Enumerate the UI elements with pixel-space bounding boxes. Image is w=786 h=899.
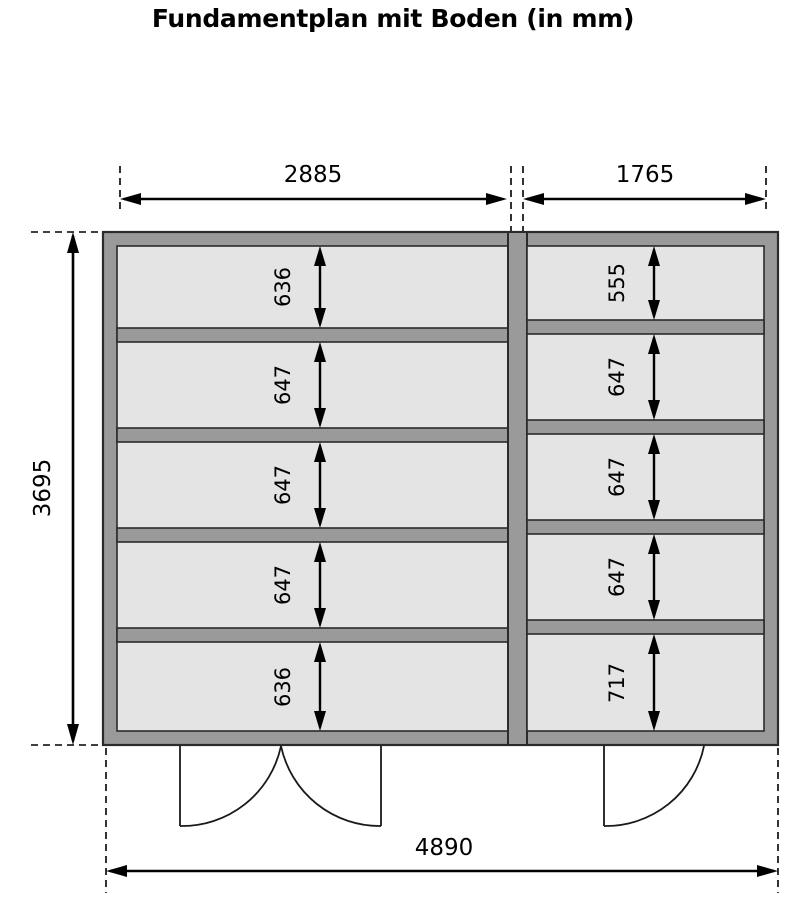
left-dim-5-label: 636 [271,667,295,707]
single-door [603,745,705,827]
double-door-swing-arc-left [179,745,282,827]
left-dim-4-label: 647 [271,565,295,605]
left-bay [116,245,509,732]
left-dim-2-arrow-bottom [314,408,326,428]
left-dim-1-arrow-top [314,246,326,266]
left-dim-4-arrow-top [314,542,326,562]
left-bay-joist-1 [116,327,509,343]
left-dim-3-label: 647 [271,465,295,505]
single-door-swing-arc [603,745,705,827]
left-dim-1: 636 [271,246,326,328]
left-dim-2-arrow-top [314,342,326,362]
right-dim-1: 555 [605,246,660,320]
right-bay-joist-2 [526,419,765,435]
double-door [179,745,382,827]
arrowhead-left-2885 [120,193,141,205]
left-dim-5-arrow-top [314,642,326,662]
left-dim-5-arrow-bottom [314,711,326,731]
right-bay-joist-4 [526,619,765,635]
right-dim-3-arrow-top [648,434,660,454]
right-dim-3: 647 [605,434,660,520]
center-divider-beam [507,231,528,746]
arrowhead-right-1765 [745,193,766,205]
left-dim-5: 636 [271,642,326,731]
right-dim-2-arrow-top [648,334,660,354]
right-dim-4-label: 647 [605,557,629,597]
left-bay-joist-4 [116,627,509,643]
left-dim-3-arrow-bottom [314,508,326,528]
left-dim-2-label: 647 [271,365,295,405]
right-dim-2-arrow-bottom [648,400,660,420]
right-bay [526,245,765,732]
left-bay-joist-2 [116,427,509,443]
right-dim-1-arrow-top [648,246,660,266]
arrowhead-right-2885 [486,193,507,205]
right-dim-5: 717 [605,634,660,731]
left-dim-3-arrow-top [314,442,326,462]
right-dim-5-arrow-bottom [648,711,660,731]
right-dim-4-arrow-top [648,534,660,554]
left-dim-4-arrow-bottom [314,608,326,628]
right-dim-5-label: 717 [605,663,629,703]
dimension-top-right: 1765 [523,162,766,205]
right-bay-joist-1 [526,319,765,335]
double-door-swing-arc-right [280,745,382,827]
right-dim-5-arrow-top [648,634,660,654]
left-bay-joist-3 [116,527,509,543]
dim-label-4890: 4890 [415,835,474,861]
right-dim-3-arrow-bottom [648,500,660,520]
dimension-top-left: 2885 [120,162,507,205]
left-bay-floor [116,245,509,732]
right-bay-dimensions: 555 647 647 647 717 [605,246,660,731]
dimension-left-overall: 3695 [30,232,79,745]
arrowhead-top-3695 [67,232,79,253]
left-dim-1-arrow-bottom [314,308,326,328]
right-bay-floor [526,245,765,732]
dim-label-2885: 2885 [284,162,343,188]
left-bay-dimensions: 636 647 647 647 636 [271,246,326,731]
right-bay-joist-3 [526,519,765,535]
page-title: Fundamentplan mit Boden (in mm) [151,4,635,33]
right-dim-2-label: 647 [605,357,629,397]
right-dim-1-arrow-bottom [648,300,660,320]
arrowhead-right-4890 [757,865,778,877]
right-dim-2: 647 [605,334,660,420]
right-dim-3-label: 647 [605,457,629,497]
right-dim-1-label: 555 [605,263,629,303]
left-dim-3: 647 [271,442,326,528]
left-dim-1-label: 636 [271,267,295,307]
arrowhead-bottom-3695 [67,724,79,745]
arrowhead-left-1765 [523,193,544,205]
dim-label-3695: 3695 [30,459,56,518]
extension-lines [31,166,779,893]
left-dim-4: 647 [271,542,326,628]
arrowhead-left-4890 [106,865,127,877]
right-dim-4-arrow-bottom [648,600,660,620]
dim-label-1765: 1765 [616,162,675,188]
dimension-bottom-overall: 4890 [106,835,778,877]
left-dim-2: 647 [271,342,326,428]
right-dim-4: 647 [605,534,660,620]
